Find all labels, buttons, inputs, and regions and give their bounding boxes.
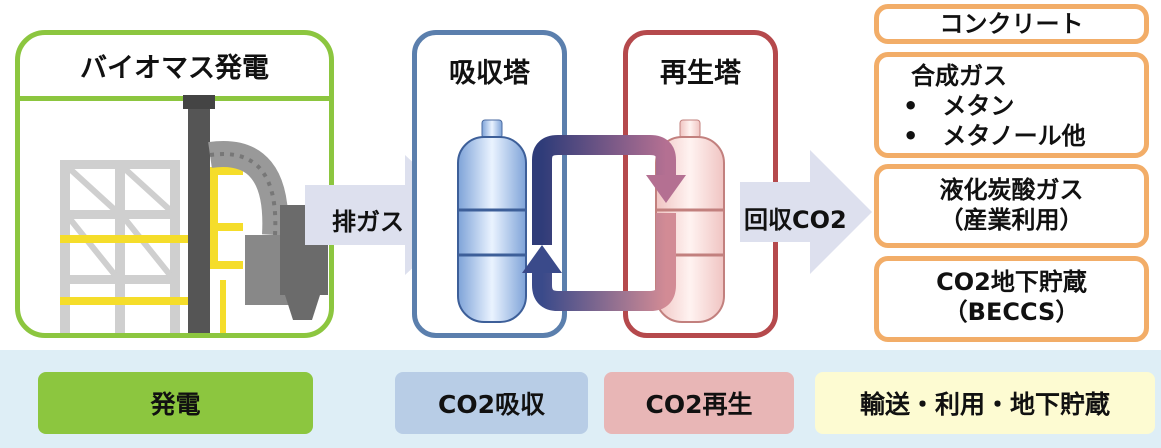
use-syngas-methanol: • メタノール他 xyxy=(903,122,1086,150)
biomass-power-title: バイオマス発電 xyxy=(20,35,329,101)
absorber-title: 吸収塔 xyxy=(449,58,530,89)
use-concrete-line: コンクリート xyxy=(939,10,1084,38)
legend-absorption: CO2吸収 xyxy=(395,372,588,434)
use-syngas: 合成ガス • メタン • メタノール他 xyxy=(874,52,1149,158)
regenerator-title: 再生塔 xyxy=(660,58,741,89)
legend-power: 発電 xyxy=(38,372,313,434)
biomass-power-box: バイオマス発電 xyxy=(15,30,334,338)
use-liquefied-co2-line2: （産業利用） xyxy=(939,206,1084,234)
use-syngas-methane: • メタン xyxy=(903,92,1015,120)
exhaust-label: 排ガス xyxy=(332,208,404,236)
use-beccs-line1: CO2地下貯蔵 xyxy=(936,268,1087,296)
use-concrete: コンクリート xyxy=(874,4,1149,44)
recovered-co2-label: 回収CO2 xyxy=(744,206,847,234)
legend-transport: 輸送・利用・地下貯蔵 xyxy=(815,372,1155,434)
tower-loop-illustration xyxy=(457,119,725,323)
use-liquefied-co2-line1: 液化炭酸ガス xyxy=(939,176,1084,204)
power-plant-illustration xyxy=(60,95,328,333)
use-beccs: CO2地下貯蔵 （BECCS） xyxy=(874,256,1149,342)
legend-regeneration: CO2再生 xyxy=(604,372,794,434)
use-beccs-line2: （BECCS） xyxy=(943,298,1080,326)
use-liquefied-co2: 液化炭酸ガス （産業利用） xyxy=(874,164,1149,248)
use-syngas-title: 合成ガス xyxy=(911,62,1007,90)
recovered-co2-arrow xyxy=(740,150,872,274)
